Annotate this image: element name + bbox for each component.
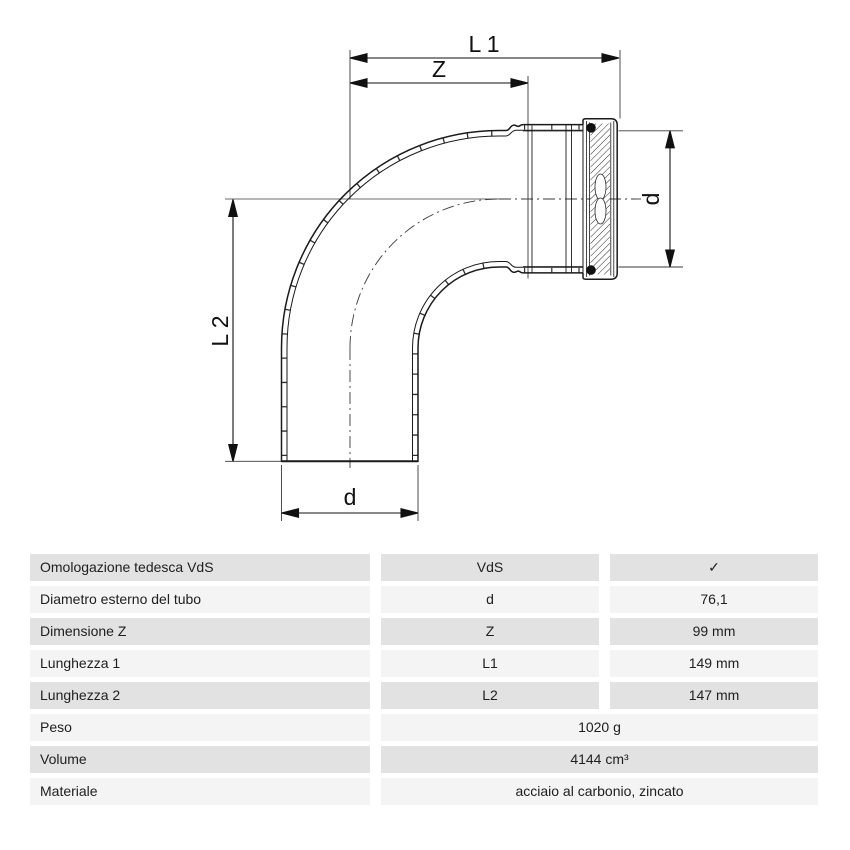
spec-row-label: Volume [30, 746, 370, 773]
dim-label-l2: L 2 [207, 315, 233, 346]
spec-row-label: Diametro esterno del tubo [30, 586, 370, 613]
spec-row-value: 4144 cm³ [381, 746, 818, 773]
spec-row-value: 149 mm [610, 650, 818, 677]
elbow-outer-wall-line [286, 129, 583, 462]
spec-row-value: 147 mm [610, 682, 818, 709]
spec-row-symbol: Z [381, 618, 599, 645]
spec-row-label: Materiale [30, 778, 370, 805]
spec-row-label: Peso [30, 714, 370, 741]
socket-bell [523, 125, 583, 273]
spec-row-label: Omologazione tedesca VdS [30, 554, 370, 581]
o-ring-section-bottom [586, 265, 596, 275]
spec-row-value: 99 mm [610, 618, 818, 645]
elbow-inner-contour [417, 266, 583, 462]
spec-row-label: Dimensione Z [30, 618, 370, 645]
spec-row-symbol: L2 [381, 682, 599, 709]
o-ring-section-top [586, 123, 596, 133]
spec-row-symbol: d [381, 586, 599, 613]
press-collar [582, 118, 618, 280]
elbow-outer-contour [280, 123, 583, 462]
extension-lines [225, 50, 683, 521]
dim-label-d-bottom: d [344, 484, 357, 510]
spec-row-value: 1020 g [381, 714, 818, 741]
spec-row-label: Lunghezza 2 [30, 682, 370, 709]
spec-row-value: 76,1 [610, 586, 818, 613]
elbow-body [280, 123, 583, 463]
spec-row-value: acciaio al carbonio, zincato [381, 778, 818, 805]
elbow-inner-wall-line [412, 261, 583, 462]
spec-row-symbol: VdS [381, 554, 599, 581]
spec-row-symbol: L1 [381, 650, 599, 677]
dim-label-l1: L 1 [468, 31, 499, 57]
spec-row-label: Lunghezza 1 [30, 650, 370, 677]
technical-drawing: L 1 Z L 2 d d [207, 31, 683, 521]
spec-row-value: ✓ [610, 554, 818, 581]
dim-label-d-right: d [638, 193, 664, 206]
spec-table: Omologazione tedesca VdS VdS ✓ Diametro … [30, 554, 818, 805]
dim-label-z: Z [432, 56, 446, 82]
dimension-lines [227, 52, 676, 519]
